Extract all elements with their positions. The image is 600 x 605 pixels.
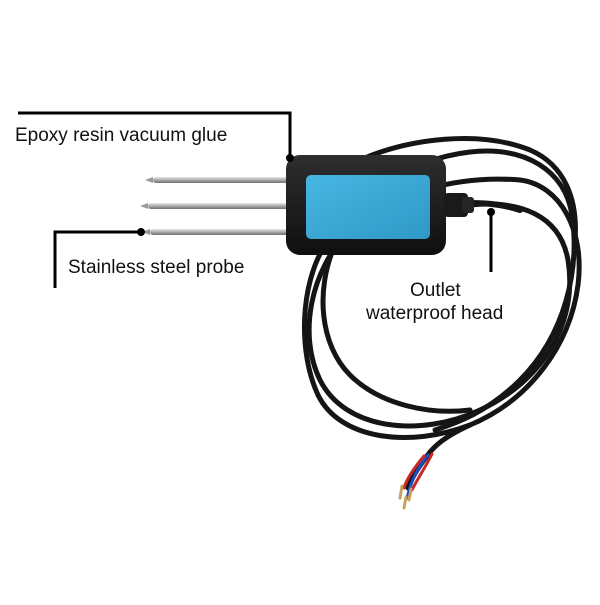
stainless-probe-label: Stainless steel probe [68, 257, 245, 278]
callout-dots [137, 154, 495, 236]
sensor-blue-panel [306, 175, 430, 239]
outlet-waterproof-head [444, 193, 474, 217]
cable-wire-ends [398, 449, 434, 510]
outlet-head-label-line2: waterproof head [366, 303, 504, 324]
epoxy-resin-label: Epoxy resin vacuum glue [15, 125, 228, 146]
stainless-steel-probes [140, 177, 298, 235]
outlet-head-label-line1: Outlet [410, 280, 461, 301]
outlet-head-label: Outlet waterproof head [366, 279, 503, 325]
callout-leaders [18, 111, 493, 288]
